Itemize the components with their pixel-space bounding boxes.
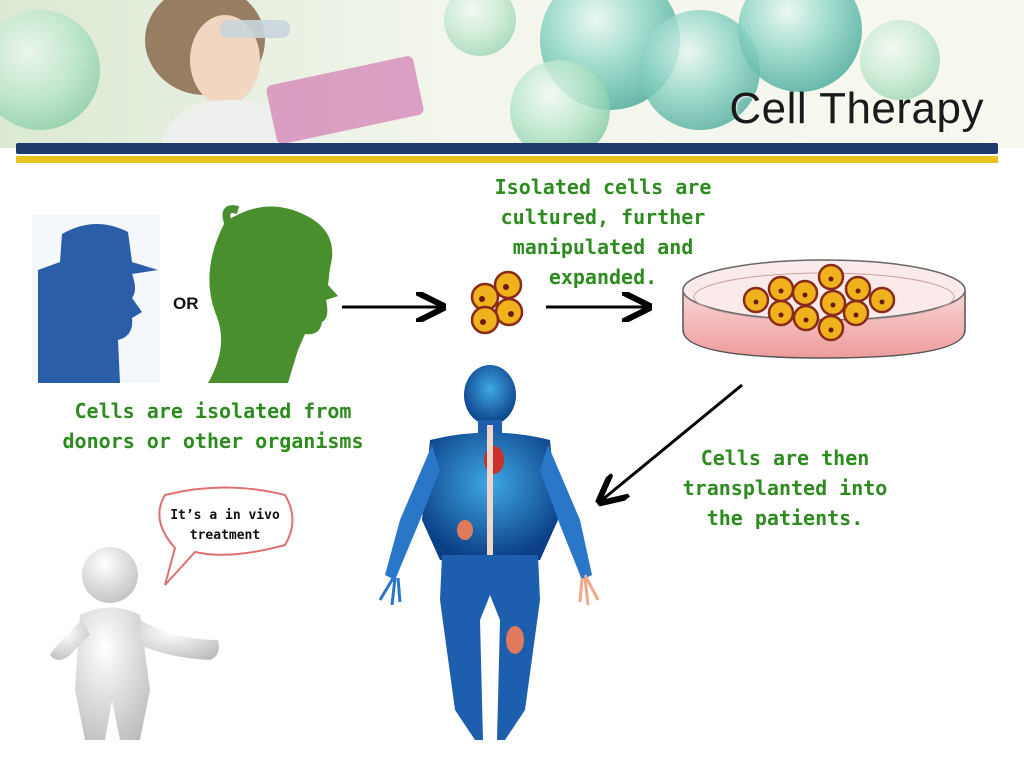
speech-bubble	[158, 486, 294, 586]
title-rule-blue	[16, 143, 998, 154]
woman-silhouette-icon	[208, 205, 338, 383]
cell-cluster-icon	[470, 270, 524, 335]
label-donor-cells: Cells are isolated from donors or other …	[62, 399, 364, 453]
man-silhouette-icon	[32, 215, 160, 383]
label-transplanted: Cells are then transplanted into the pat…	[682, 446, 888, 530]
speech-bubble-text: It’s a in vivo treatment	[170, 508, 280, 543]
header-banner-image	[0, 0, 1024, 148]
petri-dish-icon	[682, 259, 966, 359]
label-isolated-cells: Isolated cells are cultured, further man…	[494, 175, 712, 289]
label-or: OR	[173, 294, 199, 313]
arrow-to-patient	[602, 383, 743, 500]
human-anatomy-icon	[378, 365, 600, 740]
slide-title: Cell Therapy	[729, 84, 984, 133]
thinking-figure-icon	[50, 547, 219, 740]
title-rule-gold	[16, 156, 998, 163]
